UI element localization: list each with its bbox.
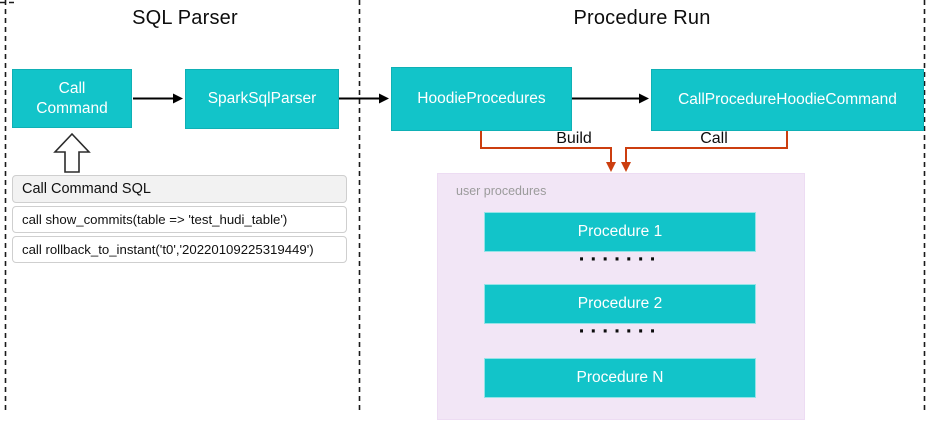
sql-example-row: call show_commits(table => 'test_hudi_ta… — [12, 206, 347, 233]
ellipsis-dots: ....... — [578, 242, 662, 266]
node-procedure-1: Procedure 1 — [484, 212, 756, 252]
block-up-arrow — [53, 132, 91, 173]
node-hoodie-procedures-label: HoodieProcedures — [417, 90, 546, 108]
node-procedure-1-label: Procedure 1 — [577, 223, 663, 240]
node-procedure-n-label: Procedure N — [576, 369, 664, 386]
node-procedure-2-label: Procedure 2 — [577, 295, 663, 312]
node-spark-sql-parser: SparkSqlParser — [185, 69, 339, 129]
dashed-section-borders — [0, 0, 926, 413]
sql-panel-header: Call Command SQL — [12, 175, 347, 203]
call-connector — [621, 128, 788, 172]
sql-example-row: call rollback_to_instant('t0','202201092… — [12, 236, 347, 263]
node-procedure-2: Procedure 2 — [484, 284, 756, 324]
section-title-sql-parser: SQL Parser — [132, 7, 238, 29]
node-spark-sql-parser-label: SparkSqlParser — [207, 90, 317, 108]
ellipsis-dots: ....... — [578, 314, 662, 338]
node-call-command: Call Command — [12, 69, 132, 128]
node-call-procedure-hoodie-command-label: CallProcedureHoodieCommand — [678, 91, 897, 109]
section-title-procedure-run: Procedure Run — [573, 7, 711, 29]
edge-label-call: Call — [700, 130, 728, 147]
node-call-command-label: Call Command — [36, 80, 108, 117]
user-procedures-label: user procedures — [456, 184, 547, 198]
node-call-procedure-hoodie-command: CallProcedureHoodieCommand — [651, 69, 924, 131]
build-call-connectors — [480, 128, 788, 172]
node-hoodie-procedures: HoodieProcedures — [391, 67, 572, 131]
node-procedure-n: Procedure N — [484, 358, 756, 398]
build-connector — [480, 128, 616, 172]
edge-label-build: Build — [556, 130, 592, 147]
user-procedures-container: user procedures Procedure 1 ....... Proc… — [437, 173, 805, 420]
